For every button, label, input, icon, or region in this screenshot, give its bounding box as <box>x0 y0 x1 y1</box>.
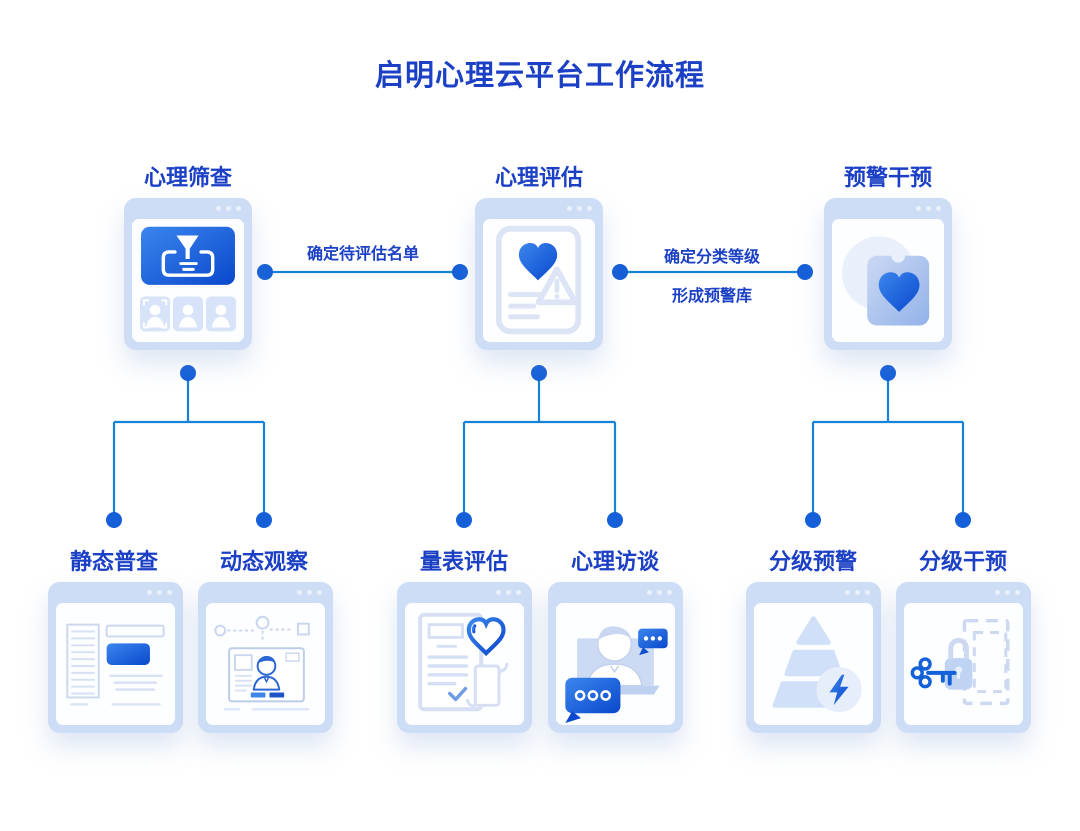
tree-screening <box>112 373 266 520</box>
window-dots-icon <box>216 206 241 211</box>
child-label-dynamic-observation: 动态观察 <box>219 549 308 574</box>
key-lock-icon <box>910 618 1010 706</box>
pyramid-lightning-icon <box>772 616 862 713</box>
dynamic-observation-person-icon <box>214 615 310 711</box>
window-dots-icon <box>916 206 941 211</box>
window-dots-icon <box>496 590 521 595</box>
window-dots-icon <box>297 590 322 595</box>
window-dots-icon <box>845 590 870 595</box>
heart-warning-document-icon <box>495 225 582 335</box>
connector-label-evaluation-list: 确定待评估名单 <box>306 246 419 263</box>
static-survey-table-icon <box>66 623 165 706</box>
card-screening <box>124 198 252 350</box>
stage-label-screening: 心理筛查 <box>143 165 232 190</box>
tree-warning <box>811 373 965 520</box>
child-label-interview: 心理访谈 <box>570 549 659 574</box>
card-static-survey <box>48 582 183 733</box>
stage-label-warning: 预警干预 <box>843 165 932 190</box>
card-graded-warning <box>746 582 881 733</box>
card-scale-assessment <box>397 582 532 733</box>
card-warning-intervention <box>824 198 952 350</box>
window-dots-icon <box>647 590 672 595</box>
card-assessment <box>475 198 603 350</box>
video-chat-interview-icon <box>565 626 668 724</box>
heart-badge-icon <box>841 236 930 326</box>
connector-label-classification-level: 确定分类等级 <box>663 249 760 266</box>
scale-heart-document-icon <box>418 612 509 712</box>
tree-assessment <box>462 373 617 520</box>
child-label-graded-intervention: 分级干预 <box>918 549 1007 574</box>
page-title: 启明心理云平台工作流程 <box>374 60 705 92</box>
funnel-screening-icon <box>140 226 236 332</box>
card-interview <box>548 582 683 733</box>
child-label-scale-assessment: 量表评估 <box>419 549 508 574</box>
card-graded-intervention <box>896 582 1031 733</box>
window-dots-icon <box>995 590 1020 595</box>
child-label-static-survey: 静态普查 <box>69 549 158 574</box>
connector-label-warning-library: 形成预警库 <box>671 288 752 305</box>
stage-label-assessment: 心理评估 <box>494 165 583 190</box>
card-dynamic-observation <box>198 582 333 733</box>
window-dots-icon <box>147 590 172 595</box>
child-label-graded-warning: 分级预警 <box>768 549 857 574</box>
node-dots <box>106 264 971 528</box>
window-dots-icon <box>567 206 592 211</box>
